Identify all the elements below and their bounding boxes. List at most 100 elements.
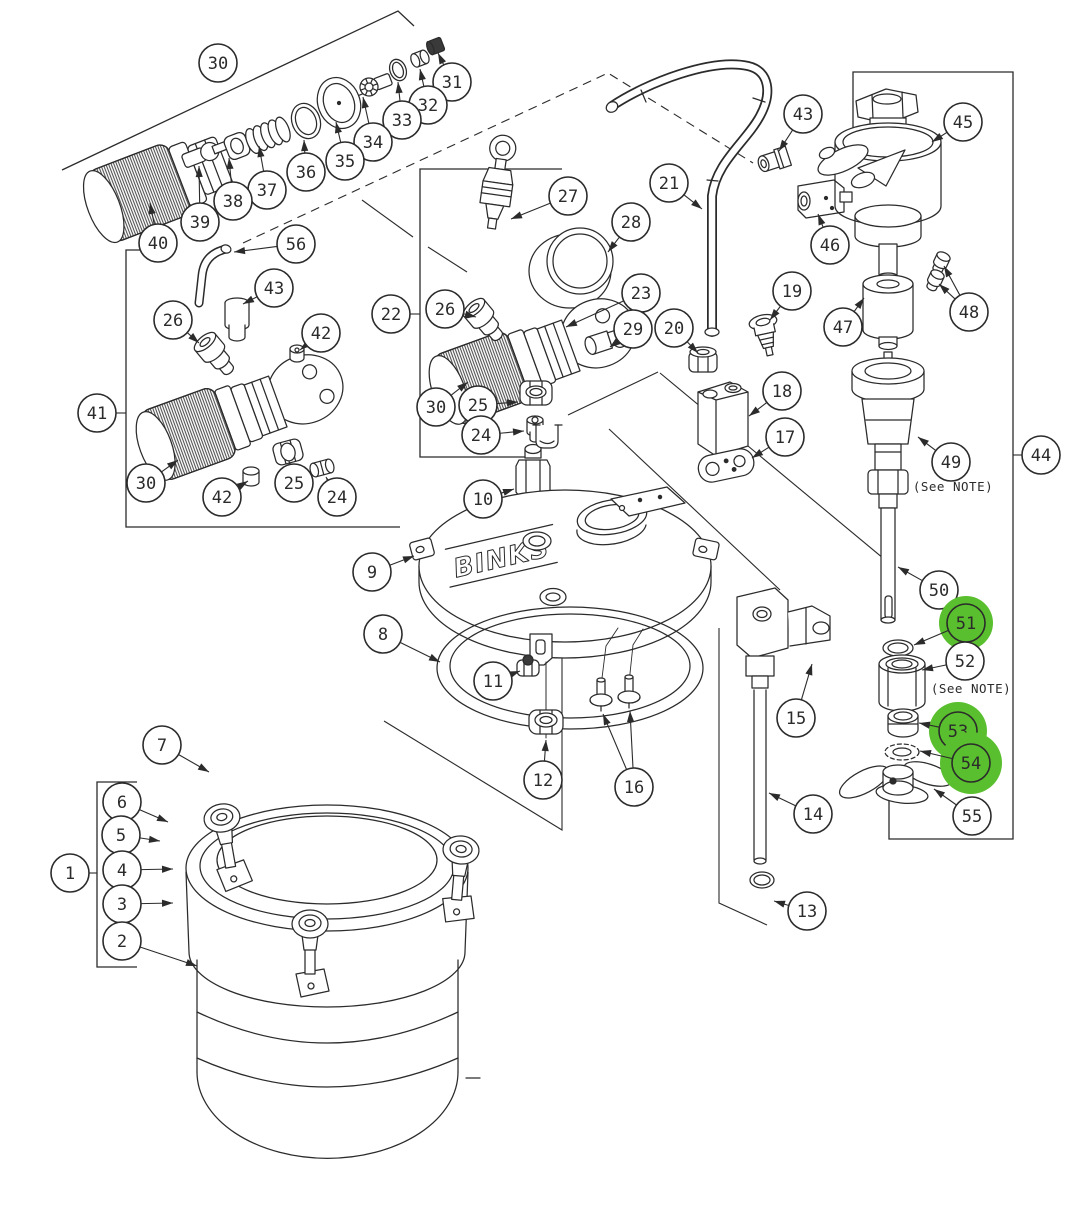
callout-19[interactable]: 19 xyxy=(769,271,812,321)
callout-30[interactable]: 30 xyxy=(416,381,469,427)
callout-34[interactable]: 34 xyxy=(353,96,393,162)
leader-arrow xyxy=(749,406,760,416)
leader-arrow xyxy=(898,567,910,576)
leader-arrow xyxy=(301,140,309,152)
callout-38[interactable]: 38 xyxy=(213,157,253,221)
callout-13[interactable]: 13 xyxy=(773,891,827,931)
callout-12[interactable]: 12 xyxy=(523,739,563,800)
tank-lid: BINKS xyxy=(409,424,720,666)
callout-circle xyxy=(432,62,472,102)
callout-43[interactable]: 43 xyxy=(242,268,294,308)
callout-15[interactable]: 15 xyxy=(776,663,816,738)
leader-arrow xyxy=(769,793,781,801)
callout-circle xyxy=(180,202,220,242)
cam-lever xyxy=(817,144,906,189)
o-ring-small xyxy=(388,58,408,82)
callout-43[interactable]: 43 xyxy=(778,94,823,152)
callout-20[interactable]: 20 xyxy=(654,308,699,354)
callout-36[interactable]: 36 xyxy=(286,139,326,192)
callout-46[interactable]: 46 xyxy=(810,213,850,265)
callout-label: 1 xyxy=(65,864,75,884)
callout-35[interactable]: 35 xyxy=(325,121,365,181)
callout-47[interactable]: 47 xyxy=(823,297,865,347)
leader-arrow xyxy=(919,721,931,729)
leader-arrow xyxy=(566,319,578,327)
leader-arrow xyxy=(511,211,523,219)
callout-42[interactable]: 42 xyxy=(202,477,249,517)
leader-arrow xyxy=(774,900,786,908)
o-ring xyxy=(290,102,322,140)
leader-arrow xyxy=(236,481,248,490)
callout-33[interactable]: 33 xyxy=(382,81,422,140)
callout-55[interactable]: 55 xyxy=(933,788,992,836)
callout-4[interactable]: 4 xyxy=(102,850,174,890)
tube-fitting xyxy=(224,297,250,342)
leader-arrow xyxy=(818,214,826,226)
callout-label: 28 xyxy=(621,213,641,233)
callout-29[interactable]: 29 xyxy=(609,309,653,349)
callout-9[interactable]: 9 xyxy=(352,552,415,592)
callout-22[interactable]: 22 xyxy=(371,294,420,334)
gauge xyxy=(528,227,614,309)
callout-11[interactable]: 11 xyxy=(473,661,521,701)
phantom-line xyxy=(427,246,468,273)
callout-30[interactable]: 30 xyxy=(198,43,238,83)
callout-label: 43 xyxy=(264,279,284,299)
callout-circle xyxy=(762,371,802,411)
callout-label: 34 xyxy=(363,133,383,153)
callout-42[interactable]: 42 xyxy=(299,313,341,353)
callout-label: 29 xyxy=(623,320,643,340)
callout-39[interactable]: 39 xyxy=(180,165,220,242)
leader-arrow xyxy=(770,309,780,320)
callout-30[interactable]: 30 xyxy=(126,459,179,503)
callout-25[interactable]: 25 xyxy=(458,385,519,425)
callout-label: 17 xyxy=(775,428,795,448)
callout-10[interactable]: 10 xyxy=(463,479,515,519)
callout-52[interactable]: 52 xyxy=(921,641,985,681)
callout-23[interactable]: 23 xyxy=(565,273,661,328)
callout-label: 4 xyxy=(117,861,127,881)
callout-6[interactable]: 6 xyxy=(102,782,169,823)
callout-circle xyxy=(317,477,357,517)
callout-24[interactable]: 24 xyxy=(317,476,357,517)
callout-18[interactable]: 18 xyxy=(748,371,802,417)
callout-45[interactable]: 45 xyxy=(931,102,983,143)
inlet-fitting xyxy=(757,145,793,173)
callout-54[interactable]: 54 xyxy=(919,732,1002,794)
callout-circle xyxy=(202,477,242,517)
callout-circle xyxy=(810,225,850,265)
nipple xyxy=(309,458,335,478)
callout-21[interactable]: 21 xyxy=(649,163,703,210)
callout-48[interactable]: 48 xyxy=(938,265,989,332)
callout-circle xyxy=(787,891,827,931)
callout-51[interactable]: 51 xyxy=(913,596,993,650)
callout-circle xyxy=(548,176,588,216)
callout-49[interactable]: 49 xyxy=(917,436,971,482)
callout-1[interactable]: 1 xyxy=(50,853,97,893)
callout-label: 27 xyxy=(558,187,578,207)
callout-40[interactable]: 40 xyxy=(138,202,178,263)
callout-circle xyxy=(254,268,294,308)
leader-arrow xyxy=(687,342,698,353)
callout-50[interactable]: 50 xyxy=(897,566,959,610)
callout-27[interactable]: 27 xyxy=(510,176,588,220)
callout-14[interactable]: 14 xyxy=(768,792,833,834)
callout-37[interactable]: 37 xyxy=(247,145,287,210)
callout-8[interactable]: 8 xyxy=(363,614,441,663)
callout-31[interactable]: 31 xyxy=(432,52,472,102)
callout-26[interactable]: 26 xyxy=(153,300,200,344)
callout-44[interactable]: 44 xyxy=(1013,435,1061,475)
plug xyxy=(426,36,446,56)
callout-26[interactable]: 26 xyxy=(425,289,477,329)
callout-28[interactable]: 28 xyxy=(607,202,651,253)
callout-25[interactable]: 25 xyxy=(274,460,314,503)
callout-24[interactable]: 24 xyxy=(461,415,525,455)
callout-16[interactable]: 16 xyxy=(602,710,654,807)
callout-56[interactable]: 56 xyxy=(233,224,316,264)
callout-label: 25 xyxy=(468,396,488,416)
callout-41[interactable]: 41 xyxy=(77,393,126,433)
leader-arrow xyxy=(148,835,160,843)
callout-7[interactable]: 7 xyxy=(142,725,210,773)
callout-17[interactable]: 17 xyxy=(751,417,805,459)
callout-2[interactable]: 2 xyxy=(102,921,198,967)
